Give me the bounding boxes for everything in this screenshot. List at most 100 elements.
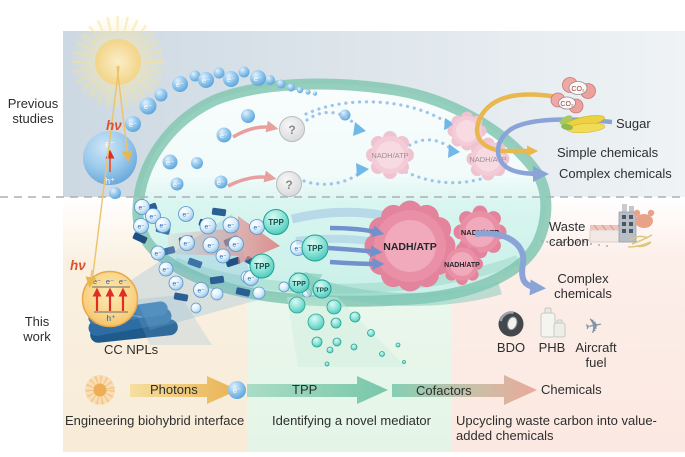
svg-text:TPP: TPP — [292, 281, 306, 288]
complex-chemicals-arrow — [474, 230, 546, 296]
nadh-atp-blob-small: NADH/ATP — [441, 243, 483, 285]
question-icon: ? — [276, 171, 302, 197]
airplane-icon: ✈ — [583, 314, 604, 340]
svg-text:e⁻: e⁻ — [227, 75, 235, 84]
light-ray-arrowhead — [85, 269, 97, 289]
svg-text:e⁻: e⁻ — [253, 225, 261, 232]
svg-text:e⁻: e⁻ — [106, 277, 114, 286]
previous-studies-label: Previous studies — [7, 96, 59, 127]
light-cone — [130, 295, 212, 345]
phb-label: PHB — [538, 340, 566, 355]
svg-text:NADH/ATP: NADH/ATP — [469, 155, 506, 164]
flow-cofactors-label: Cofactors — [416, 383, 472, 398]
svg-text:h⁺: h⁺ — [106, 313, 116, 323]
svg-text:e⁻: e⁻ — [138, 205, 146, 212]
complex-chemicals-bottom-label: Complex chemicals — [554, 271, 612, 302]
svg-text:e⁻: e⁻ — [217, 178, 225, 187]
photons-flow-arrow — [130, 376, 238, 404]
svg-text:e⁻: e⁻ — [219, 254, 227, 261]
crab-icon — [633, 209, 655, 228]
svg-text:CO₂: CO₂ — [560, 101, 574, 108]
svg-text:e⁻: e⁻ — [220, 131, 228, 140]
svg-text:e⁻: e⁻ — [176, 80, 184, 89]
question-icon: ? — [279, 116, 305, 142]
flow-chemicals-label: Chemicals — [541, 382, 602, 397]
flow-tpp-label: TPP — [292, 382, 318, 397]
svg-text:e⁻: e⁻ — [149, 214, 157, 221]
straw-icon — [627, 234, 653, 248]
svg-text:NADH/ATP: NADH/ATP — [444, 262, 480, 269]
small-sun-icon — [85, 375, 115, 405]
electron-stream: e⁻ e⁻ e⁻ e⁻ e⁻ e⁻ e⁻ e⁻ e⁻ e⁻ — [109, 66, 351, 199]
tpp-droplets — [288, 296, 406, 367]
svg-text:TPP: TPP — [316, 287, 329, 294]
svg-text:e⁻: e⁻ — [197, 288, 205, 295]
hole-label: h⁺ — [105, 176, 115, 186]
svg-text:e⁻: e⁻ — [93, 277, 101, 286]
svg-text:e⁻: e⁻ — [294, 246, 302, 253]
electron-label: e⁻ — [105, 139, 115, 149]
svg-text:e⁻: e⁻ — [182, 212, 190, 219]
svg-text:e⁻: e⁻ — [154, 251, 162, 258]
this-work-label: This work — [23, 314, 51, 345]
corn-icon — [559, 115, 606, 134]
svg-text:e⁻: e⁻ — [172, 281, 180, 288]
sugar-label: Sugar — [616, 116, 651, 131]
waste-carbon-label: Waste carbon — [549, 219, 589, 250]
tpp-mediators: TPP TPP TPP TPP TPP — [249, 209, 332, 299]
light-rays — [91, 65, 133, 283]
svg-text:NADH/ATP: NADH/ATP — [371, 151, 408, 160]
simple-chemicals-label: Simple chemicals — [557, 145, 659, 160]
caption-upcycling: Upcycling waste carbon into value-added … — [456, 413, 657, 444]
nadh-input-arrows — [327, 225, 385, 270]
photocatalyst-sphere-icon: e⁻ h⁺ — [83, 131, 137, 186]
svg-text:e⁻: e⁻ — [173, 180, 181, 189]
svg-text:e⁻: e⁻ — [166, 158, 174, 167]
hv-label-top: hν — [106, 118, 122, 133]
tpp-flow-arrow — [247, 376, 388, 404]
svg-text:e⁻: e⁻ — [119, 277, 127, 286]
flow-photons-label: Photons — [150, 382, 198, 397]
svg-text:e⁻: e⁻ — [159, 223, 167, 230]
complex-chemicals-top-label: Complex chemicals — [559, 166, 672, 181]
svg-text:CO₂: CO₂ — [571, 86, 585, 93]
svg-text:e⁻: e⁻ — [144, 102, 152, 111]
nadh-atp-blob: NADH/ATP — [366, 131, 414, 179]
hv-label-bottom: hν — [70, 258, 86, 273]
svg-text:e⁻: e⁻ — [247, 276, 255, 283]
cofactors-flow-arrow — [392, 375, 537, 405]
co2-molecule-icon: CO₂ — [550, 92, 584, 114]
electron-junction-bubble: e⁻ — [228, 381, 246, 399]
sun-icon — [70, 14, 166, 110]
svg-text:e⁻: e⁻ — [202, 76, 210, 85]
svg-text:e⁻: e⁻ — [162, 267, 170, 274]
svg-text:e⁻: e⁻ — [137, 224, 145, 231]
svg-text:e⁻: e⁻ — [204, 224, 212, 231]
svg-text:TPP: TPP — [268, 218, 284, 227]
dotted-path-arrowheads — [353, 118, 460, 177]
unknown-transfer-arrows — [227, 120, 279, 188]
nadh-atp-blob: NADH/ATP — [466, 137, 510, 181]
cc-npls-label: CC NPLs — [104, 342, 159, 357]
caption-novel-mediator: Identifying a novel mediator — [272, 413, 431, 428]
svg-text:e⁻: e⁻ — [183, 241, 191, 248]
jugs-icon — [540, 307, 566, 338]
nadh-atp-blob-medium: NADH/ATP — [453, 205, 507, 259]
svg-text:e⁻: e⁻ — [232, 242, 240, 249]
co2-to-simple-chemicals-arrow — [474, 92, 558, 157]
caption-biohybrid-interface: Engineering biohybrid interface — [65, 413, 245, 428]
factory-icon — [576, 204, 655, 248]
co2-molecule-icon: CO₂ — [562, 77, 596, 99]
svg-text:?: ? — [285, 178, 292, 192]
svg-text:TPP: TPP — [254, 262, 270, 271]
svg-text:e⁻: e⁻ — [254, 74, 262, 83]
svg-text:?: ? — [288, 123, 295, 137]
bdo-label: BDO — [496, 340, 526, 355]
svg-text:NADH/ATP: NADH/ATP — [383, 241, 436, 253]
svg-text:e⁻: e⁻ — [207, 243, 215, 250]
tire-icon — [498, 311, 524, 337]
svg-text:e⁻: e⁻ — [129, 120, 137, 129]
svg-text:TPP: TPP — [307, 244, 323, 253]
